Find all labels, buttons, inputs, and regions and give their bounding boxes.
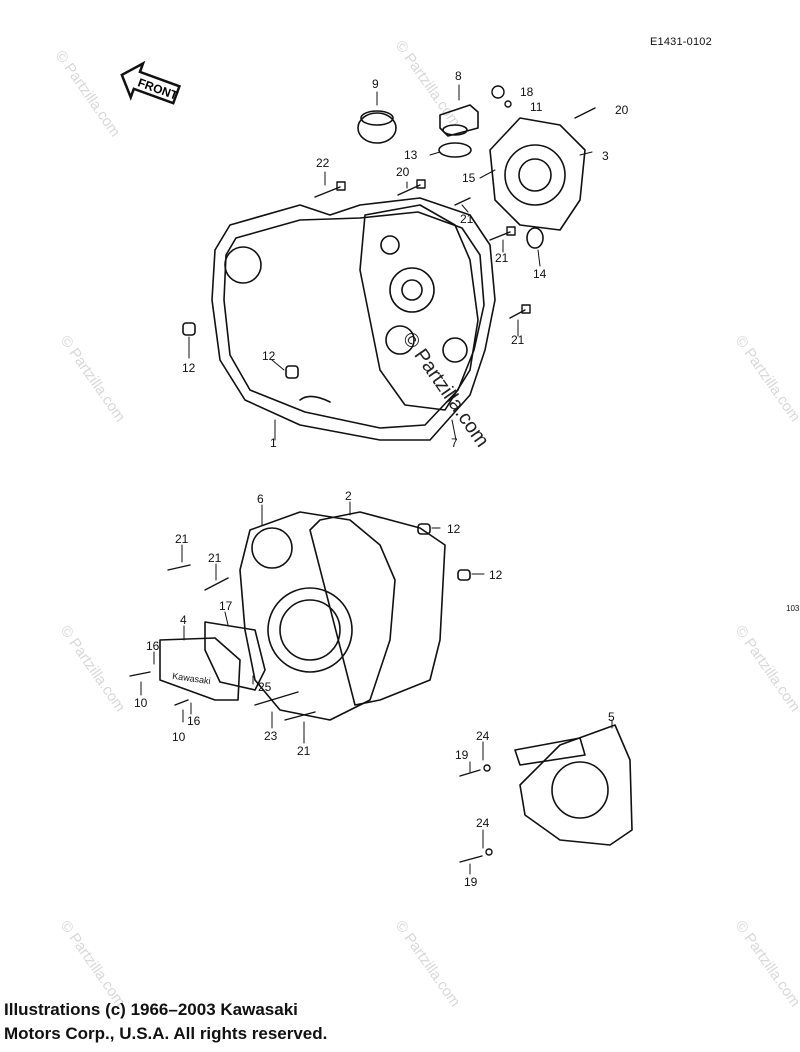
watermark: © Partzilla.com <box>732 918 800 1011</box>
callout-6: 6 <box>257 492 264 506</box>
edge-mark: 103 <box>786 604 800 613</box>
o-ring <box>438 142 472 158</box>
callout-12: 12 <box>489 568 503 582</box>
callout-12: 12 <box>182 361 196 375</box>
callout-24: 24 <box>476 729 490 743</box>
front-arrow: FRONT <box>120 60 182 105</box>
callout-8: 8 <box>455 69 462 83</box>
watermark: © Partzilla.com <box>732 333 800 426</box>
emblem-logo: Kawasaki <box>172 671 212 686</box>
watermark: © Partzilla.com <box>52 48 124 141</box>
callout-9: 9 <box>372 77 379 91</box>
filler-cap <box>439 104 479 137</box>
callout-5: 5 <box>608 710 615 724</box>
callout-7: 7 <box>451 436 458 450</box>
callout-15: 15 <box>462 171 476 185</box>
callout-16: 16 <box>187 714 201 728</box>
callout-16: 16 <box>146 639 160 653</box>
generator-gasket <box>309 511 446 706</box>
callout-21: 21 <box>297 744 311 758</box>
clutch-cover <box>359 204 479 411</box>
callout-21: 21 <box>511 333 525 347</box>
leader-lines <box>140 84 613 875</box>
callout-10: 10 <box>172 730 186 744</box>
sprocket-cover <box>519 724 633 846</box>
emblem-plate <box>159 637 241 701</box>
callout-19: 19 <box>455 748 469 762</box>
callout-20: 20 <box>396 165 410 179</box>
callout-19: 19 <box>464 875 478 889</box>
dowel <box>417 523 431 535</box>
callout-24: 24 <box>476 816 490 830</box>
dowel <box>182 322 196 336</box>
callout-20: 20 <box>615 103 629 117</box>
watermark: © Partzilla.com <box>57 333 129 426</box>
watermark: © Partzilla.com <box>732 623 800 716</box>
callout-21: 21 <box>495 251 509 265</box>
callout-1: 1 <box>270 436 277 450</box>
callout-23: 23 <box>264 729 278 743</box>
watermark: © Partzilla.com <box>57 918 129 1011</box>
callout-10: 10 <box>134 696 148 710</box>
callout-21: 21 <box>208 551 222 565</box>
callout-14: 14 <box>533 267 547 281</box>
emblem-gasket <box>204 621 266 691</box>
callout-18: 18 <box>520 85 534 99</box>
callout-12: 12 <box>262 349 276 363</box>
dowel <box>457 569 471 581</box>
copyright-line-2: Motors Corp., U.S.A. All rights reserved… <box>4 1024 328 1043</box>
water-pump-cover <box>489 117 586 231</box>
callout-22: 22 <box>316 156 330 170</box>
copyright-notice: Illustrations (c) 1966–2003 Kawasaki Mot… <box>4 998 327 1046</box>
crankcase-gasket <box>211 197 496 441</box>
callout-3: 3 <box>602 149 609 163</box>
bolts <box>129 85 596 863</box>
callout-2: 2 <box>345 489 352 503</box>
callout-25: 25 <box>258 680 272 694</box>
cap-ring <box>357 112 397 144</box>
callout-11: 11 <box>530 100 543 114</box>
diagram-code: E1431-0102 <box>650 36 712 48</box>
callout-4: 4 <box>180 613 187 627</box>
copyright-line-1: Illustrations (c) 1966–2003 Kawasaki <box>4 1000 298 1019</box>
dowel <box>285 365 299 379</box>
callout-21: 21 <box>460 212 474 226</box>
watermark: © Partzilla.com <box>392 38 464 131</box>
callout-21: 21 <box>175 532 189 546</box>
generator-cover <box>239 511 396 721</box>
watermark: © Partzilla.com <box>392 918 464 1011</box>
callout-13: 13 <box>404 148 418 162</box>
callout-17: 17 <box>219 599 233 613</box>
watermark: © Partzilla.com <box>57 623 129 716</box>
callout-12: 12 <box>447 522 461 536</box>
